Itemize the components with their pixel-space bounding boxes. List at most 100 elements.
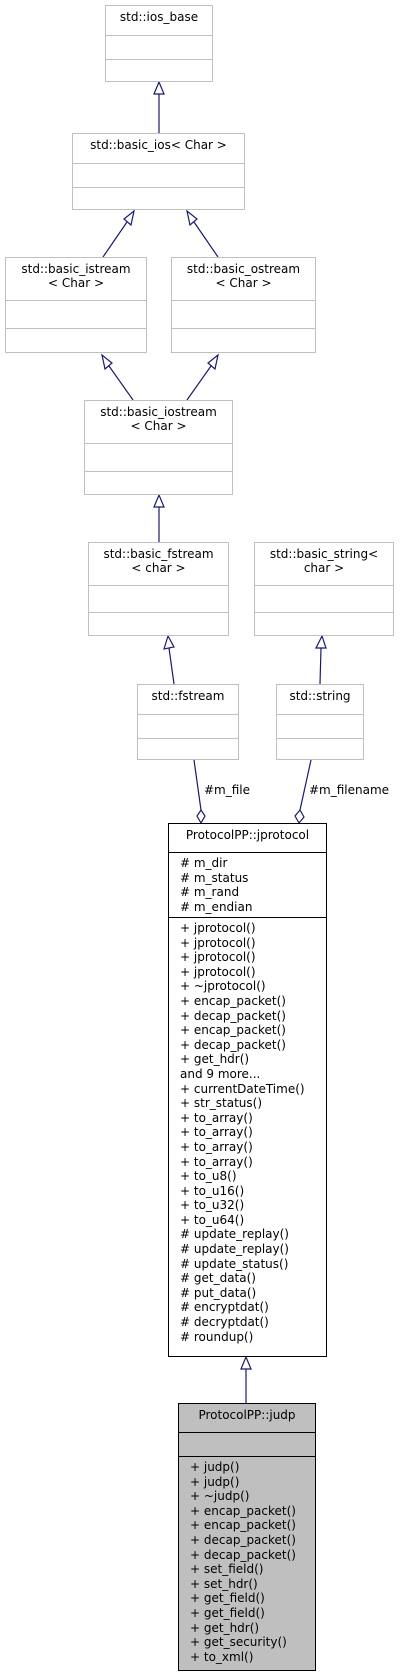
class-methods-section xyxy=(277,738,363,759)
class-node-judp[interactable]: ProtocolPP::judp + judp()+ judp()+ ~judp… xyxy=(178,1403,316,1671)
class-method: + to_u16() xyxy=(180,1183,245,1198)
class-method: + to_array() xyxy=(180,1139,253,1154)
class-attributes-section xyxy=(179,1432,315,1456)
arrowhead xyxy=(123,209,135,227)
class-title: std::basic_ostream < Char > xyxy=(186,262,301,290)
aggregation-diamond xyxy=(196,808,206,825)
class-method: + currentDateTime() xyxy=(180,1081,305,1096)
class-node-ios-base[interactable]: std::ios_base xyxy=(105,5,213,82)
edge-string-to-basic-string xyxy=(319,647,322,685)
class-method: + to_array() xyxy=(180,1125,253,1140)
class-methods-section: + judp()+ judp()+ ~judp()+ encap_packet(… xyxy=(179,1456,315,1664)
class-method: + encap_packet() xyxy=(190,1503,296,1518)
class-method: # put_data() xyxy=(180,1285,257,1300)
class-method: + judp() xyxy=(190,1460,240,1474)
class-node-basic-istream[interactable]: std::basic_istream < Char > xyxy=(5,257,147,353)
class-methods-section xyxy=(255,612,393,635)
class-node-basic-ostream[interactable]: std::basic_ostream < Char > xyxy=(171,257,316,353)
edge-iostream-to-istream xyxy=(108,365,134,401)
class-method: + get_security() xyxy=(190,1635,287,1650)
class-method: + jprotocol() xyxy=(180,950,256,965)
class-method: + to_xml() xyxy=(190,1649,254,1664)
class-title: std::string xyxy=(289,689,351,703)
class-attributes-section xyxy=(255,585,393,612)
class-method: # encryptdat() xyxy=(180,1300,269,1315)
class-method: + get_field() xyxy=(190,1605,265,1620)
class-attribute: # m_endian xyxy=(180,899,253,914)
class-method: # update_replay() xyxy=(180,1227,289,1242)
class-methods-section xyxy=(6,328,146,352)
class-methods-section: + jprotocol()+ jprotocol()+ jprotocol()+… xyxy=(169,917,326,1344)
class-attribute: # m_status xyxy=(180,870,249,885)
class-attribute: # m_dir xyxy=(180,856,228,870)
class-node-basic-string[interactable]: std::basic_string< char > xyxy=(254,542,394,636)
class-method: + judp() xyxy=(190,1474,240,1489)
class-method: # get_data() xyxy=(180,1271,256,1286)
class-method: + ~judp() xyxy=(190,1489,250,1504)
class-attributes-section xyxy=(172,300,315,328)
class-node-string[interactable]: std::string xyxy=(276,684,364,760)
class-title: std::basic_fstream < char > xyxy=(103,547,214,575)
class-attributes-section xyxy=(106,35,212,59)
class-attribute: # m_rand xyxy=(180,885,240,900)
class-method: + to_u8() xyxy=(180,1169,237,1184)
class-method: # update_status() xyxy=(180,1256,289,1271)
class-attributes-section: # m_dir# m_status# m_rand# m_endian xyxy=(169,852,326,917)
class-method: + set_hdr() xyxy=(190,1576,258,1591)
arrowhead xyxy=(153,493,165,508)
edge-string-to-jprotocol xyxy=(299,759,312,811)
class-attributes-section xyxy=(6,300,146,328)
class-node-basic-ios[interactable]: std::basic_ios< Char > xyxy=(72,133,245,210)
class-attributes-section xyxy=(138,714,238,738)
class-node-basic-iostream[interactable]: std::basic_iostream < Char > xyxy=(84,400,233,495)
edge-ostream-to-basic-ios xyxy=(193,221,219,258)
class-method: + get_hdr() xyxy=(190,1620,260,1635)
arrowhead xyxy=(101,353,113,371)
aggregation-diamond xyxy=(294,808,305,825)
edge-label-m-filename: #m_filename xyxy=(309,783,390,797)
class-method: + str_status() xyxy=(180,1096,262,1111)
arrowhead xyxy=(240,1355,252,1370)
class-method: + jprotocol() xyxy=(180,921,256,935)
class-method: + decap_packet() xyxy=(190,1532,296,1547)
class-method: # decryptdat() xyxy=(180,1315,269,1330)
class-method: + to_array() xyxy=(180,1154,253,1169)
class-method: + set_field() xyxy=(190,1562,264,1577)
class-method: + encap_packet() xyxy=(190,1518,296,1533)
class-title: std::basic_string< char > xyxy=(269,547,379,575)
class-node-fstream[interactable]: std::fstream xyxy=(137,684,239,760)
edge-fstream-to-jprotocol xyxy=(193,759,202,811)
class-title: std::ios_base xyxy=(119,10,199,24)
class-title: std::fstream xyxy=(151,689,225,703)
class-method: + decap_packet() xyxy=(190,1547,296,1562)
class-title: std::basic_iostream < Char > xyxy=(100,405,217,433)
class-methods-section xyxy=(138,738,238,759)
class-methods-section xyxy=(106,59,212,81)
class-method: + jprotocol() xyxy=(180,964,256,979)
class-method: + decap_packet() xyxy=(180,1037,286,1052)
arrowhead xyxy=(153,80,165,95)
class-node-basic-fstream[interactable]: std::basic_fstream < char > xyxy=(88,542,229,636)
class-method: + to_u32() xyxy=(180,1198,245,1213)
class-title: std::basic_istream < Char > xyxy=(21,262,131,290)
class-method: + encap_packet() xyxy=(180,1023,286,1038)
class-method: + encap_packet() xyxy=(180,993,286,1008)
class-title: ProtocolPP::jprotocol xyxy=(185,828,310,842)
arrowhead xyxy=(186,209,198,227)
class-method: + jprotocol() xyxy=(180,935,256,950)
class-method: + to_array() xyxy=(180,1110,253,1125)
class-methods-section xyxy=(85,471,232,494)
class-method: # update_replay() xyxy=(180,1242,289,1257)
edge-fstream-to-basic-fstream xyxy=(168,647,175,685)
class-title: std::basic_ios< Char > xyxy=(90,138,227,152)
arrowhead xyxy=(315,634,327,649)
class-methods-section xyxy=(172,328,315,352)
class-method: + to_u64() xyxy=(180,1212,245,1227)
class-attributes-section xyxy=(73,163,244,187)
edge-iostream-to-ostream xyxy=(186,365,212,401)
arrowhead xyxy=(207,353,219,371)
class-node-jprotocol[interactable]: ProtocolPP::jprotocol # m_dir# m_status#… xyxy=(168,823,327,1357)
class-methods-section xyxy=(89,612,228,635)
class-method: + get_field() xyxy=(190,1591,265,1606)
